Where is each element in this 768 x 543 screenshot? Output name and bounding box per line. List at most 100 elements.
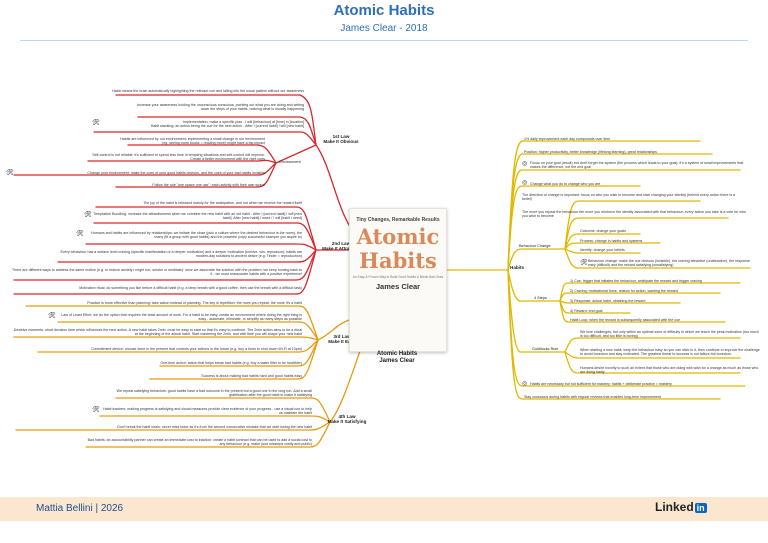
twig-steps-3	[559, 300, 681, 304]
page-subtitle: James Clear - 2018	[340, 23, 428, 34]
law4-item-2: Habit trackers: making progress is satis…	[103, 407, 312, 416]
behaviour-identity: Identity: change your beliefs	[580, 248, 625, 252]
goldilocks-node[interactable]: Goldilocks Rule	[532, 347, 559, 351]
law2-item-1: The joy of the habit is released mainly …	[143, 201, 302, 205]
twig-gold-3	[564, 351, 741, 374]
behaviour-process: Process: change in habits and systems	[580, 239, 643, 243]
behaviour-item-6: Behaviour change: make the cue obvious (…	[588, 259, 751, 268]
behaviour-change-node[interactable]: Behaviour Change	[519, 244, 551, 248]
twig-law2-5	[13, 249, 317, 281]
env-item-4: Follow the rule "one space one use": eac…	[152, 183, 265, 187]
twig-law3-1	[25, 305, 319, 341]
law2-node[interactable]: 2nd Law Make It Attractive	[318, 241, 364, 252]
behaviour-outcome: Outcome: change your goals	[580, 229, 626, 233]
habits-node[interactable]: Habits	[510, 265, 525, 270]
cover-tagline: Tiny Changes, Remarkable Results	[356, 217, 440, 223]
twig-gold-1	[564, 337, 741, 353]
law2-item-2: Temptation Bundling: increase the attrac…	[93, 212, 302, 221]
law4-item-3: Don't break the habit chain: never miss …	[117, 425, 312, 429]
twig-law3-4	[37, 339, 319, 353]
law2-item-3: Humans and habits are influenced by rela…	[91, 231, 302, 240]
header-divider	[20, 40, 748, 41]
environment-node[interactable]: Environment	[279, 160, 301, 164]
twig-law2-3	[85, 243, 317, 251]
twig-env-1	[127, 144, 277, 164]
tools-icon: 🛠	[6, 170, 14, 176]
law3-item-5: One-time action: action that helps break…	[160, 361, 302, 365]
footer-bar	[0, 497, 768, 521]
cover-small-text: An Easy & Proven Way to Build Good Habit…	[352, 275, 444, 279]
twig-beh-5	[564, 248, 641, 254]
habits-item-3: Focus on your goal (result) but don't fo…	[530, 161, 744, 170]
branch-law3	[317, 319, 350, 341]
twig-law1-3	[93, 131, 317, 146]
twig-habits-goldilocks	[507, 269, 566, 353]
twig-law2-2	[93, 222, 317, 251]
twig-habits-4	[507, 185, 641, 271]
twig-beh-4	[564, 242, 661, 250]
env-item-2: Self-control is not reliable: it's suffi…	[92, 153, 265, 162]
habits-item-4: Change what you do to change who you are	[530, 182, 601, 186]
law3-label-2: Make It Easy	[328, 339, 356, 345]
habits-item-6: Stay conscious during habits with regula…	[524, 395, 662, 399]
twig-beh-1	[564, 200, 701, 250]
env-item-1: Habits are influenced by our environment…	[120, 137, 265, 146]
goldilocks-item-2: When starting a new habit, keep the beha…	[580, 348, 760, 357]
twig-steps-1	[559, 282, 741, 302]
law1-label-1: 1st Law	[332, 134, 350, 139]
twig-beh-3	[564, 233, 641, 250]
twig-habits-behaviour	[507, 248, 566, 271]
law1-item-3: Implementation: make a specific plan - I…	[182, 120, 304, 124]
law3-node[interactable]: 3rd Law Make It Easy	[320, 334, 364, 345]
twig-law4-1	[115, 397, 331, 423]
central-caption: Atomic Habits James Clear	[349, 351, 445, 365]
law1-item-2: Increase your awareness holding the unco…	[136, 103, 304, 112]
twig-steps-2	[559, 292, 721, 302]
twig-law1-1	[115, 94, 317, 146]
tools-icon: 🛠	[76, 231, 84, 237]
twig-law1-2	[137, 116, 317, 146]
cover-title-1: Atomic	[356, 224, 440, 249]
law2-item-5: There are different ways to address the …	[12, 268, 302, 277]
twig-law2-6	[13, 249, 317, 295]
law4-label-2: Make It Satisfying	[327, 419, 367, 425]
habits-item-2: Position: higher productivity, better kn…	[524, 150, 657, 154]
law1-item-3-4: Implementation: make a specific plan - I…	[100, 120, 304, 129]
habits-item-5: Habits are necessary but not sufficient …	[530, 382, 672, 386]
target-icon: ◎	[522, 381, 528, 387]
law4-item-1: We repeat satisfying behaviors: good hab…	[116, 389, 312, 398]
twig-beh-6	[564, 248, 751, 269]
goldilocks-item-1: We love challenges, but only within an o…	[580, 330, 759, 339]
twig-law4-4	[85, 421, 331, 448]
behaviour-item-1: The direction of change is important: fo…	[522, 193, 736, 202]
law3-label-1: 3rd Law	[333, 334, 351, 339]
twig-law2-4	[57, 249, 317, 263]
tools-icon: 🛠	[84, 212, 92, 218]
cover-title-2: Habits	[359, 248, 437, 273]
twig-law3-3	[13, 336, 319, 341]
behaviour-item-2: The more you repeat the behaviour the mo…	[522, 210, 746, 219]
four-steps-node[interactable]: 4 Steps	[534, 296, 547, 300]
env-item-3: Change your environment: make the cues o…	[87, 171, 265, 175]
law4-label-1: 4th Law	[338, 414, 356, 419]
tools-icon: 🛠	[92, 120, 100, 126]
law1-node[interactable]: 1st Law Make It Obvious	[318, 134, 364, 145]
caption-author: James Clear	[379, 358, 415, 364]
step-cue: 1) Cue: trigger that initiates the behav…	[570, 279, 702, 283]
law2-item-4: Every behaviour has a surface level crav…	[60, 250, 302, 259]
law2-item-6: Motivation ritual: do something you like…	[79, 286, 302, 290]
law3-item-4: Commitment device: choose done in the pr…	[91, 347, 302, 351]
cover-author: James Clear	[375, 282, 421, 291]
law3-item-2: Law of Least Effort: we do the option th…	[61, 313, 302, 322]
law1-item-1: Habit means the brain automatically high…	[112, 89, 304, 93]
law4-node[interactable]: 4th Law Make It Satisfying	[322, 414, 372, 425]
twig-law4-3	[15, 421, 331, 431]
law3-item-1: Practice is more effective than planning…	[87, 301, 302, 305]
law2-label-1: 2nd Law	[331, 241, 351, 246]
tools-icon: 🛠	[92, 407, 100, 413]
linkedin-word: Linked	[655, 500, 694, 514]
twig-env-3	[13, 162, 277, 176]
twig-gold-2	[564, 351, 741, 359]
